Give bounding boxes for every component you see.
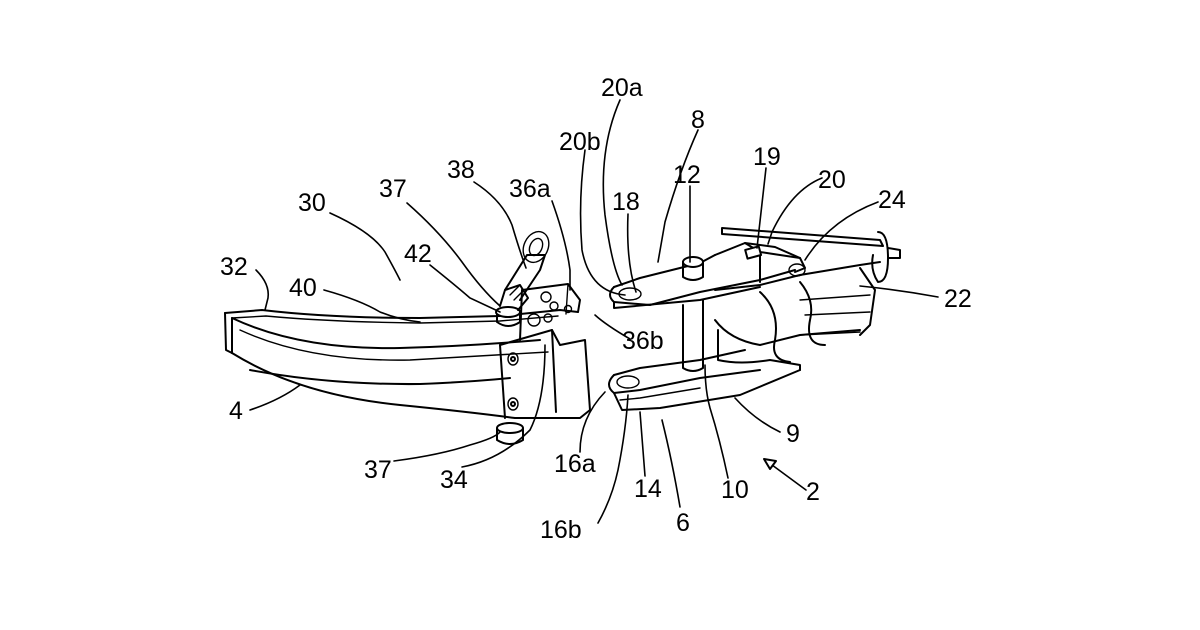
label-40: 40	[289, 274, 317, 302]
reference-labels: 20a 8 20b 12 19 20 24 18 38 37 36a 30 42…	[220, 74, 972, 544]
label-19: 19	[753, 143, 781, 171]
label-34: 34	[440, 466, 468, 494]
label-30: 30	[298, 189, 326, 217]
label-38: 38	[447, 156, 475, 184]
label-2: 2	[806, 478, 820, 506]
label-36a: 36a	[509, 175, 551, 203]
label-12: 12	[673, 161, 701, 189]
label-10: 10	[721, 476, 749, 504]
label-24: 24	[878, 186, 906, 214]
yoke-drawing	[609, 228, 900, 410]
label-37-bottom: 37	[364, 456, 392, 484]
label-42: 42	[404, 240, 432, 268]
label-4: 4	[229, 397, 243, 425]
label-20b: 20b	[559, 128, 601, 156]
label-22: 22	[944, 285, 972, 313]
label-16b: 16b	[540, 516, 582, 544]
label-20: 20	[818, 166, 846, 194]
label-32: 32	[220, 253, 248, 281]
label-18: 18	[612, 188, 640, 216]
label-16a: 16a	[554, 450, 596, 478]
label-6: 6	[676, 509, 690, 537]
label-37-top: 37	[379, 175, 407, 203]
label-8: 8	[691, 106, 705, 134]
label-9: 9	[786, 420, 800, 448]
label-36b: 36b	[622, 327, 664, 355]
label-14: 14	[634, 475, 662, 503]
arm-4-drawing	[225, 284, 590, 444]
label-20a: 20a	[601, 74, 643, 102]
